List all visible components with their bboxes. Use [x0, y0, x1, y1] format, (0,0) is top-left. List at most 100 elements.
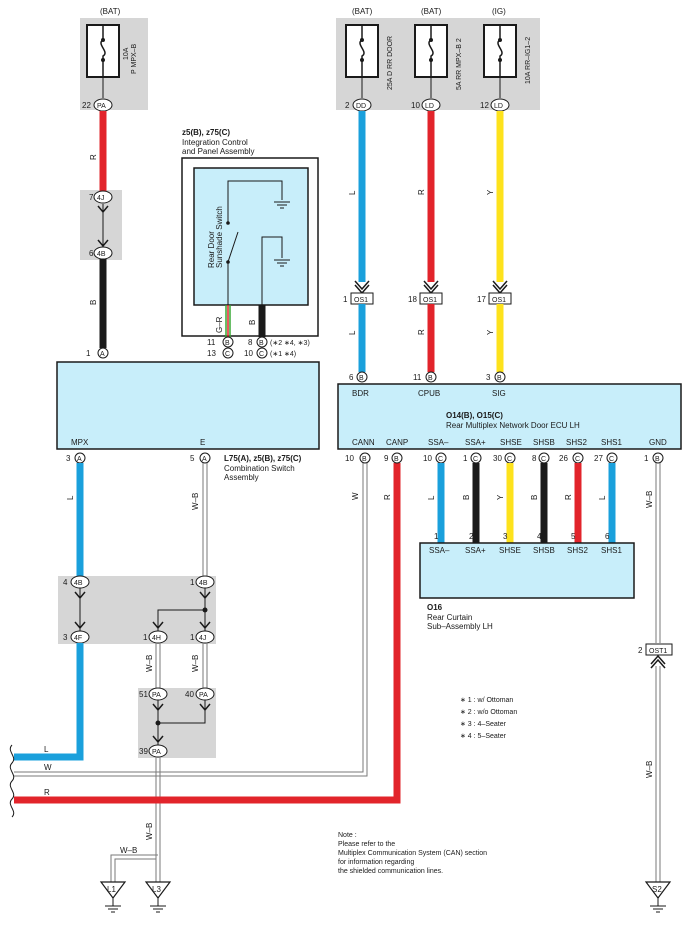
wire-color-label: R [383, 494, 392, 500]
pin-number: 26 [559, 454, 568, 463]
pin-number: 3 [503, 532, 508, 541]
pin-number: 4 [63, 578, 68, 587]
curtain-pin-label: SHS1 [601, 546, 622, 555]
wire-color-label: B [530, 495, 539, 500]
connector-code: PA [152, 749, 161, 756]
ground-triangle-icon [644, 881, 672, 899]
fuse-source-label: (BAT) [100, 7, 121, 16]
wire-color-label: R [417, 189, 426, 195]
wire-color-label: Y [486, 189, 495, 195]
connector-code: B [428, 375, 433, 382]
pin-number: 10 [423, 454, 432, 463]
pin-number: 11 [413, 373, 422, 382]
pin-number: 3 [66, 454, 71, 463]
pin-number: 39 [139, 747, 148, 756]
pin-number: 13 [207, 349, 216, 358]
ecu-pin-label: BDR [352, 389, 369, 398]
pin-number: 8 [248, 338, 253, 347]
wire-color-label: R [44, 788, 50, 797]
ecu-pin-label: SSA– [428, 438, 449, 447]
wire-color-label: W–B [120, 846, 137, 855]
ecu-pin-label: CANN [352, 438, 375, 447]
fuse-name: P MPX–B [131, 43, 138, 74]
connector-code: 4F [74, 635, 82, 642]
connector-code: B [497, 375, 502, 382]
integration-name-1: Integration Control [182, 138, 248, 147]
connector-code: C [575, 456, 580, 463]
pin-number: 10 [345, 454, 354, 463]
curtain-name-2: Sub–Assembly LH [427, 622, 493, 631]
wire-white-black-4h [155, 643, 161, 689]
pin-number: 11 [207, 338, 216, 347]
ground-symbol-icon [261, 236, 290, 305]
ground-triangle-icon [144, 881, 172, 899]
fuse-d-rr-door: (BAT) 25A D RR DOOR 2 DD [345, 7, 394, 112]
connector-code: C [225, 351, 230, 358]
ground-id: L3 [152, 885, 161, 894]
note-line: the shielded communication lines. [338, 868, 443, 875]
curtain-pin-label: SSA+ [465, 546, 486, 555]
ecu-pin-label: SHSB [533, 438, 555, 447]
ground-l3: L3 [144, 881, 172, 913]
pin-number: 5 [190, 454, 195, 463]
wire-white-black-gnd [655, 463, 661, 643]
pin-number: 22 [82, 101, 91, 110]
switch-label-2: Sunshade Switch [215, 206, 224, 268]
fuse-name: 5A RR MPX–B 2 [456, 38, 463, 90]
pin-number: 4 [537, 532, 542, 541]
wire-color-label: Y [496, 494, 505, 500]
connector-code: LD [494, 103, 503, 110]
pin-number: 10 [411, 101, 420, 110]
connector-code: B [359, 375, 364, 382]
fuse-source-label: (BAT) [421, 7, 442, 16]
wire-color-label: W [44, 763, 52, 772]
combination-name-2: Assembly [224, 473, 259, 482]
wire-color-label: Y [486, 329, 495, 335]
legend-item: ∗ 1 : w/ Ottoman [460, 697, 513, 704]
wire-color-label: W–B [191, 655, 200, 672]
wire-color-label: W–B [645, 491, 654, 508]
wire-color-label: R [564, 494, 573, 500]
curtain-pin-label: SHSE [499, 546, 521, 555]
connector-code: PA [152, 692, 161, 699]
connector-code: C [473, 456, 478, 463]
note-line: for information regarding [338, 859, 414, 866]
wire-color-label: W [351, 492, 360, 500]
pin-number: 18 [408, 295, 417, 304]
connector-code: C [259, 351, 264, 358]
legend-item: ∗ 4 : 5–Seater [460, 733, 507, 740]
connector-code: B [259, 340, 264, 347]
connector-code: OS1 [354, 297, 368, 304]
switch-label-1: Rear Door [207, 231, 216, 268]
wire-color-label: W–B [645, 761, 654, 778]
wire-color-label: B [462, 495, 471, 500]
ground-s2: S2 [644, 881, 672, 913]
pin-number: 1 [190, 633, 195, 642]
fuse-rating: 10A [123, 47, 130, 60]
pin-number: 2 [345, 101, 350, 110]
combination-name-1: Combination Switch [224, 464, 295, 473]
note-line: Please refer to the [338, 841, 395, 848]
fuse-rr-ig1-2: (IG) 10A RR–IG1–2 12 LD [480, 7, 532, 112]
ecu-top-pins: 6 B 11 B 3 B [349, 371, 506, 383]
sunshade-switch-icon [226, 180, 290, 305]
fuse-p-mpx-b: (BAT) 10A P MPX–B 22 PA [82, 7, 138, 112]
wire-white-black-e [202, 463, 208, 577]
ecu-pin-label: SHS1 [601, 438, 622, 447]
pin-number: 40 [185, 690, 194, 699]
pin-number: 12 [480, 101, 489, 110]
fuse-source-label: (IG) [492, 7, 506, 16]
connector-code: DD [356, 103, 366, 110]
connector-code: 4J [97, 195, 104, 202]
connector-code: OST1 [649, 648, 667, 655]
connector-code: B [394, 456, 399, 463]
integration-name-2: and Panel Assembly [182, 147, 255, 156]
connector-code: 4B [97, 251, 106, 258]
wire-color-label: B [248, 320, 257, 325]
ecu-rear-multiplex-door [337, 383, 682, 450]
legend-item: ∗ 2 : w/o Ottoman [460, 709, 517, 716]
pin-number: 2 [469, 532, 474, 541]
ecu-pin-label: SIG [492, 389, 506, 398]
connector-code: 4H [152, 635, 161, 642]
